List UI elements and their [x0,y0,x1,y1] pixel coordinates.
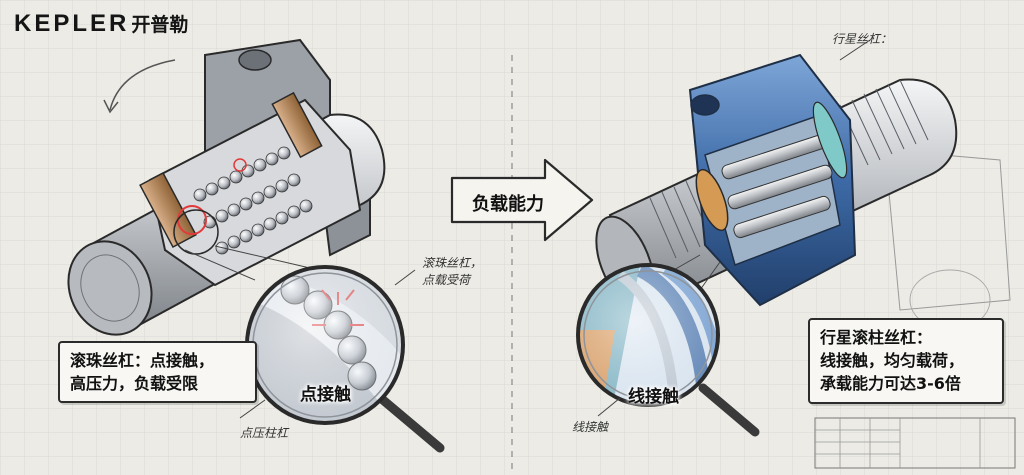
ball-screw-load-note: 滚珠丝杠， 点载受荷 [422,254,482,288]
ball-rows [193,146,313,255]
rotation-arrow [109,59,176,111]
magnifier-lens [576,263,720,407]
brand-name-en: KEPLER [14,10,130,37]
left-note-pointer [394,269,416,286]
ball-screw-callout-line-1: 滚珠丝杠：点接触， [70,351,215,370]
planetary-rollers [721,134,833,239]
roller-screw-callout: 行星滚柱丝杠： 线接触，均匀载荷， 承载能力可达3-6倍 [808,318,1004,404]
line-contact-label: 线接触 [628,387,679,407]
roller-screw-bottom-note: 线接触 [572,420,609,434]
left-magnifier [245,265,445,453]
ball-screw-load-note-line-2: 点载受荷 [422,273,471,287]
ball-screw-bottom-note: 点压柱杠 [240,426,289,440]
roller-screw-callout-line-1: 行星滚柱丝杠： [820,328,933,347]
center-arrow [450,158,594,242]
ball-screw-callout: 滚珠丝杠：点接触， 高压力，负载受限 [58,341,257,404]
load-capacity-label: 负载能力 [472,194,544,215]
drawing-title-block [814,417,1016,469]
ball-screw-drawing [67,38,386,336]
roller-screw-top-note: 行星丝杠： [832,32,893,46]
roller-screw-callout-line-3: 承载能力可达3-6倍 [820,374,961,394]
magnifier-handle [698,383,760,437]
roller-screw-callout-line-2: 线接触，均匀载荷， [820,351,965,371]
ball-screw-shaft-end [67,240,153,336]
ball-screw-callout-line-2: 高压力，负载受限 [70,374,199,394]
brand-logo: KEPLER 开普勒 [14,10,188,38]
ball-screw-load-note-line-1: 滚珠丝杠， [422,256,483,270]
brand-name-cn: 开普勒 [131,14,189,36]
right-magnifier [576,263,760,437]
magnifier-handle [378,395,445,453]
right-note-pointer [839,39,871,61]
point-contact-label: 点接触 [300,385,351,405]
roller-screw-drawing [595,53,1011,331]
